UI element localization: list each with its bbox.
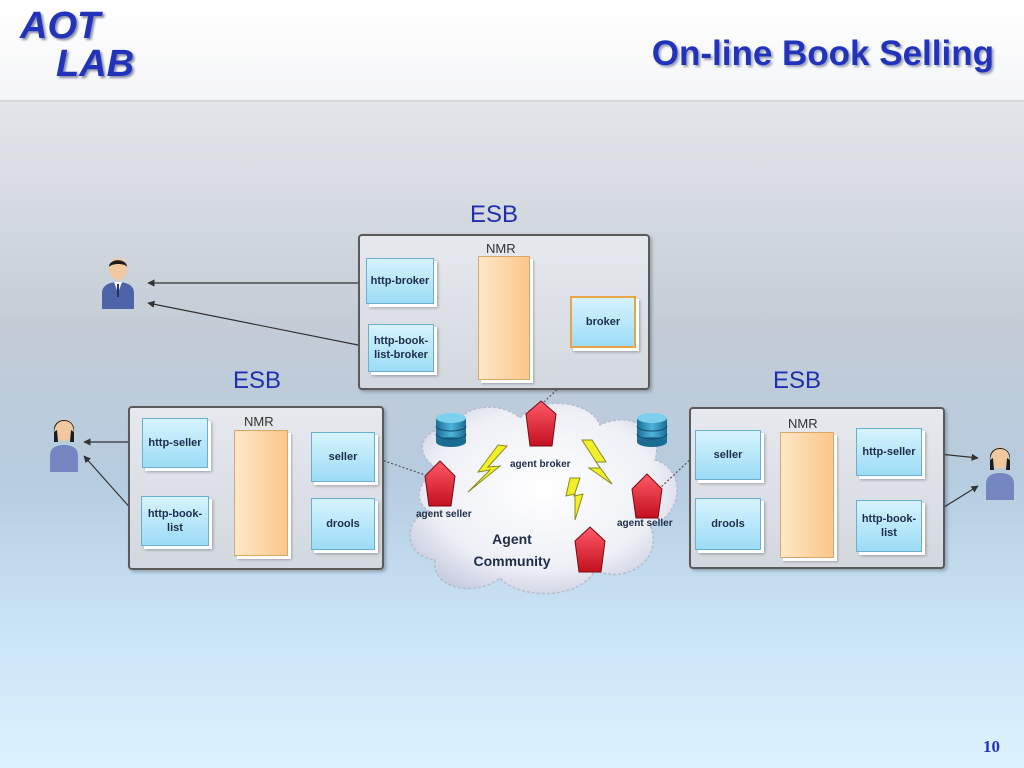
left-http-seller-label: http-seller [148,437,202,449]
slide-header: AOT LAB On-line Book Selling [0,0,1024,102]
left-http-book-list-label-2: list [167,522,183,534]
esb-label-left: ESB [233,367,282,394]
user-icon-top [102,258,134,309]
agent-broker-icon [525,400,557,447]
nmr-column-top [478,256,530,380]
component-left-http-book-list: http-book- list [141,496,209,546]
http-book-list-broker-label-1: http-book- [373,335,429,347]
agent-seller-right-label: agent seller [617,518,673,529]
broker-label: broker [585,316,621,328]
left-http-book-list-label-1: http-book- [147,508,203,520]
component-left-drools: drools [311,498,375,550]
component-right-http-seller: http-seller [856,428,922,476]
database-icon-left [435,413,467,447]
component-left-seller: seller [311,432,375,482]
nmr-label-top: NMR [486,241,516,256]
right-http-book-list-label-1: http-book- [861,513,917,525]
component-broker: broker [570,296,636,348]
arrow-user-http-book-list-broker [147,300,369,350]
nmr-label-right: NMR [788,416,818,431]
agent-community-label: Agent Community [462,528,562,572]
lightning-icon-top-right [581,439,613,485]
logo-line-1: AOT [20,5,101,47]
component-right-seller: seller [695,430,761,480]
agent-community-cloud [409,402,678,595]
logo-line-2: LAB [56,43,135,85]
component-http-broker: http-broker [366,258,434,304]
component-right-drools: drools [695,498,761,550]
slide-title: On-line Book Selling [651,34,994,73]
component-left-http-seller: http-seller [142,418,208,468]
left-drools-label: drools [326,518,360,530]
nmr-column-left [234,430,288,556]
aot-lab-logo: AOT LAB [20,4,150,88]
right-drools-label: drools [711,518,745,530]
user-icon-right [986,447,1014,500]
right-http-book-list-label-2: list [881,527,897,539]
agent-seller-left-label: agent seller [416,509,472,520]
agent-community-label-line-2: Community [473,553,551,569]
right-seller-label: seller [713,449,743,461]
left-seller-label: seller [328,451,358,463]
esb-label-right: ESB [773,367,822,394]
database-icon-right [636,413,668,447]
link-seller-left-agent [375,457,429,477]
esb-label-top: ESB [470,201,519,228]
nmr-label-left: NMR [244,414,274,429]
agent-broker-label: agent broker [510,459,571,470]
agent-seller-right-icon [631,473,663,519]
component-right-http-book-list: http-book- list [856,500,922,552]
user-icon-left [50,419,78,472]
right-http-seller-label: http-seller [862,446,916,458]
lightning-icon-bottom [565,477,584,521]
agent-seller-left-icon [424,460,456,507]
page-number: 10 [983,737,1000,756]
agent-icon-bottom [574,526,606,573]
http-book-list-broker-label-2: list-broker [374,349,428,361]
nmr-column-right [780,432,834,558]
component-http-book-list-broker: http-book- list-broker [368,324,434,372]
http-broker-label: http-broker [370,275,430,287]
agent-community-label-line-1: Agent [492,531,532,547]
lightning-icon-left [467,444,509,493]
